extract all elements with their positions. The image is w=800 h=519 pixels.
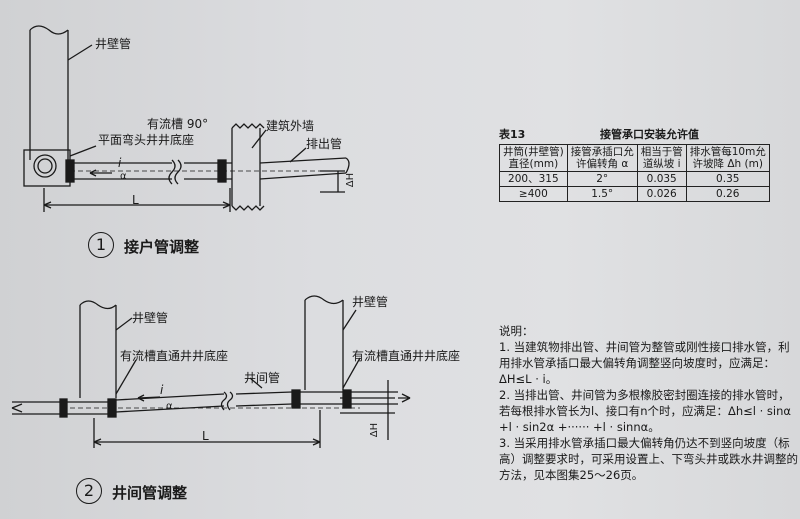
section-number-2: 2 [76, 478, 102, 504]
between-well-pipe [115, 393, 225, 413]
table-row: 200、315 2° 0.035 0.35 [499, 171, 770, 187]
trough-right-label-2: 有流槽直通井井底座 [352, 349, 461, 363]
note-item: 3. 当采用排水管承插口最大偏转角仍达不到竖向坡度（标高）调整要求时，可采用设置… [499, 436, 798, 482]
trough-label-1-line1: 有流槽 90° [147, 117, 209, 131]
riser-left-label-2: 井壁管 [132, 311, 169, 325]
table-cell: ≥400 [499, 186, 568, 202]
notes-heading: 说明： [499, 324, 534, 338]
slope-label-1: i [118, 156, 122, 170]
riser-label-1: 井壁管 [95, 37, 132, 51]
length-label-2: L [202, 429, 209, 443]
table-cell: 200、315 [499, 171, 568, 187]
table-cell: 0.26 [685, 186, 770, 202]
table-cell: 2° [566, 171, 638, 187]
outlet-pipe-1 [70, 162, 172, 180]
table-header-row: 井筒(井壁管)直径(mm) 接管承插口允许偏转角 α 相当于管道纵坡 i 排水管… [499, 144, 770, 172]
table-cell: 1.5° [566, 186, 638, 202]
notes-block: 说明： 1. 当建筑物排出管、井间管为整管或刚性接口排水管，利用排水管承插口最大… [499, 323, 799, 483]
building-wall [231, 128, 261, 206]
note-item: 2. 当排出管、井间管为多根橡胶密封圈连接的排水管时，若每根排水管长为l、接口有… [499, 388, 791, 434]
section-title-1: 接户管调整 [124, 238, 200, 256]
trough-left-label-2: 有流槽直通井井底座 [120, 349, 229, 363]
slope-label-2: i [160, 383, 164, 397]
length-label-1: L [132, 193, 139, 207]
table-header-cell: 相当于管道纵坡 i [636, 144, 687, 172]
table-header-cell: 接管承插口允许偏转角 α [566, 144, 638, 172]
wall-label: 建筑外墙 [266, 119, 315, 133]
table-row: ≥400 1.5° 0.026 0.26 [499, 186, 770, 202]
table-title: 接管承口安装允许值 [600, 128, 699, 141]
drop-label-1: ΔH [345, 172, 357, 188]
drop-label-2: ΔH [369, 422, 381, 438]
angle-label-1: α [120, 171, 127, 182]
section-title-2: 井间管调整 [112, 484, 188, 502]
elbow-outlet-1 [33, 154, 57, 178]
riser-pipe-2-right [304, 300, 344, 390]
riser-right-label-2: 井壁管 [352, 295, 389, 309]
riser-pipe-1 [29, 30, 69, 160]
table-number: 表13 [499, 128, 526, 141]
angle-label-2: α [166, 401, 173, 412]
section-number-1: 1 [88, 232, 114, 258]
table-header-cell: 井筒(井壁管)直径(mm) [499, 144, 568, 172]
note-item: 1. 当建筑物排出管、井间管为整管或刚性接口排水管，利用排水管承插口最大偏转角调… [499, 340, 790, 386]
outlet-label: 排出管 [306, 137, 343, 151]
table-cell: 0.35 [685, 171, 770, 187]
table-cell: 0.026 [636, 186, 687, 202]
trough-label-1-line2: 平面弯头井井底座 [98, 133, 195, 147]
table-cell: 0.035 [636, 171, 687, 187]
allowance-table: 井筒(井壁管)直径(mm) 接管承插口允许偏转角 α 相当于管道纵坡 i 排水管… [499, 144, 770, 202]
riser-pipe-2-left [79, 305, 117, 398]
table-header-cell: 排水管每10m允许坡降 Δh (m) [685, 144, 770, 172]
between-pipe-label: 井间管 [244, 371, 281, 385]
